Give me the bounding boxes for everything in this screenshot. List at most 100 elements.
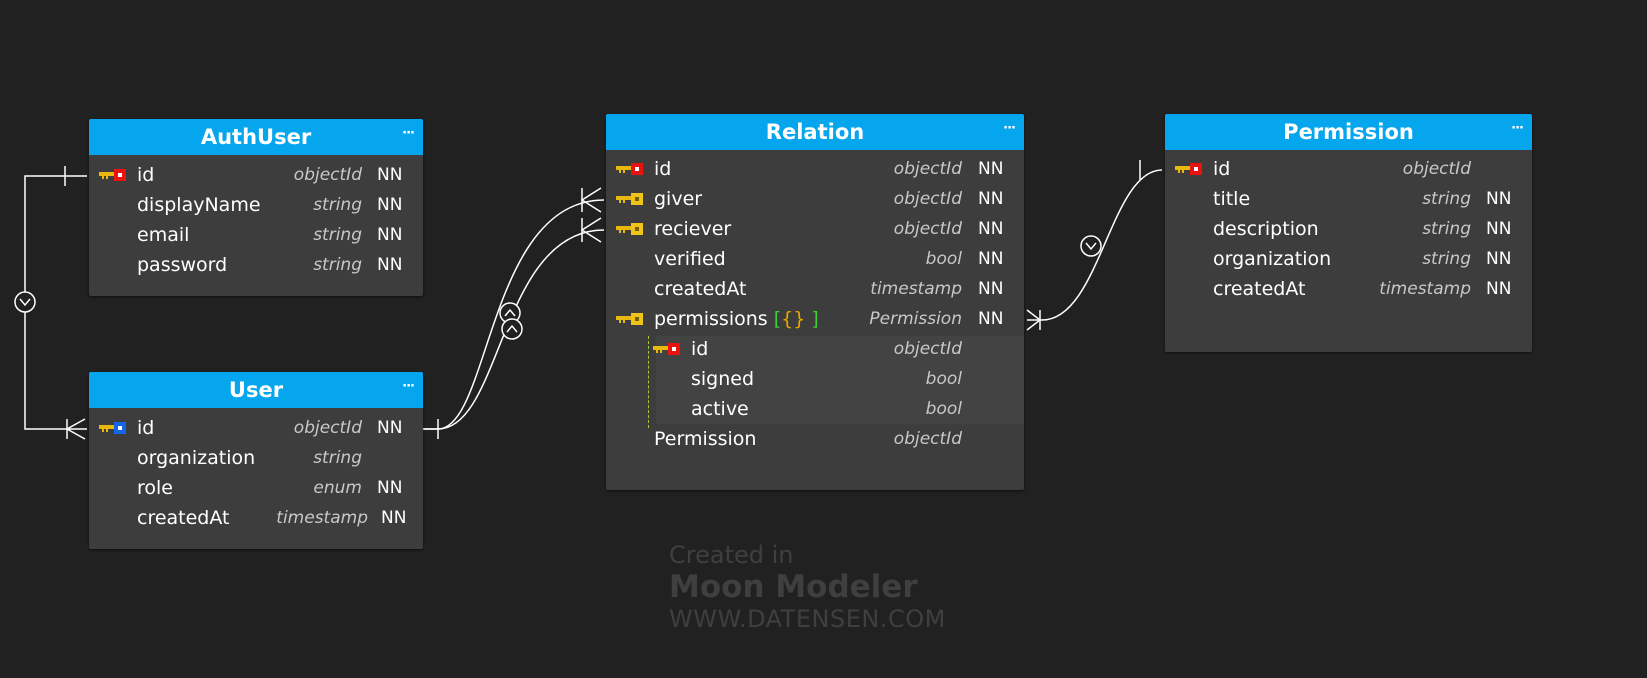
column-name: role: [137, 477, 173, 499]
foreign-key-icon: [616, 313, 643, 325]
column-type: timestamp: [276, 508, 368, 528]
column-not-null: NN: [1486, 189, 1512, 209]
nested-object-box: [656, 336, 1024, 424]
column-type: objectId: [893, 189, 962, 209]
column-name: email: [137, 224, 190, 246]
watermark-url: WWW.DATENSEN.COM: [669, 605, 946, 633]
column-name: createdAt: [1213, 278, 1306, 300]
column-name: active: [691, 398, 749, 420]
column-name: title: [1213, 188, 1251, 210]
column-name: id: [691, 338, 709, 360]
nested-column-row[interactable]: signed bool: [606, 364, 1024, 394]
column-not-null: NN: [1486, 279, 1512, 299]
watermark-created-in: Created in: [669, 541, 794, 569]
column-type: objectId: [893, 219, 962, 239]
column-type: timestamp: [870, 279, 962, 299]
entity-user[interactable]: User ··· id objectId NN organization str…: [89, 372, 423, 549]
column-row[interactable]: permissions [{} ] Permission NN: [606, 304, 1024, 334]
column-name: organization: [137, 447, 256, 469]
watermark-product-name: Moon Modeler: [669, 569, 918, 605]
column-not-null: NN: [1486, 219, 1512, 239]
column-row[interactable]: Permission objectId: [606, 424, 1024, 454]
column-type: Permission: [869, 309, 962, 329]
relationship-relation-permission: [1027, 169, 1163, 321]
watermark: Created in Moon Modeler WWW.DATENSEN.COM: [669, 540, 946, 634]
entity-relation[interactable]: Relation ··· id objectId NN giver object…: [606, 114, 1024, 490]
column-row[interactable]: title string NN: [1165, 184, 1532, 214]
column-type: objectId: [893, 159, 962, 179]
primary-key-icon: [1175, 163, 1202, 175]
column-row[interactable]: id objectId NN: [89, 160, 423, 190]
column-not-null: NN: [978, 219, 1004, 239]
column-type: string: [313, 448, 362, 468]
column-type: string: [1422, 189, 1471, 209]
column-name: displayName: [137, 194, 261, 216]
column-row[interactable]: organization string NN: [1165, 244, 1532, 274]
column-not-null: NN: [978, 249, 1004, 269]
entity-header[interactable]: Relation ···: [606, 114, 1024, 150]
column-name: Permission: [654, 428, 757, 450]
primary-key-icon: [653, 343, 680, 355]
entity-title: User: [228, 378, 284, 402]
column-not-null: NN: [377, 165, 403, 185]
column-row[interactable]: id objectId NN: [606, 154, 1024, 184]
column-row[interactable]: password string NN: [89, 250, 423, 280]
entity-header[interactable]: User ···: [89, 372, 423, 408]
column-row[interactable]: displayName string NN: [89, 190, 423, 220]
entity-header[interactable]: AuthUser ···: [89, 119, 423, 155]
column-type: bool: [925, 369, 962, 389]
column-row[interactable]: createdAt timestamp NN: [89, 503, 423, 533]
column-row[interactable]: verified bool NN: [606, 244, 1024, 274]
column-name: giver: [654, 188, 703, 210]
column-not-null: NN: [978, 279, 1004, 299]
relationship-user-relation-giver: [422, 199, 605, 430]
column-row[interactable]: email string NN: [89, 220, 423, 250]
column-row[interactable]: description string NN: [1165, 214, 1532, 244]
nested-object-guide: [648, 336, 649, 428]
entity-title: AuthUser: [200, 125, 312, 149]
entity-authuser[interactable]: AuthUser ··· id objectId NN displayName …: [89, 119, 423, 296]
column-row[interactable]: id objectId NN: [89, 413, 423, 443]
more-menu-icon[interactable]: ···: [402, 126, 415, 141]
more-menu-icon[interactable]: ···: [1511, 121, 1524, 136]
column-type: enum: [313, 478, 362, 498]
column-row[interactable]: reciever objectId NN: [606, 214, 1024, 244]
column-row[interactable]: giver objectId NN: [606, 184, 1024, 214]
column-type: string: [313, 225, 362, 245]
column-name-text: permissions: [654, 308, 768, 330]
column-name: id: [1213, 158, 1231, 180]
column-type: objectId: [893, 339, 962, 359]
primary-key-icon: [616, 163, 643, 175]
nested-column-row[interactable]: active bool: [606, 394, 1024, 424]
column-type: objectId: [893, 429, 962, 449]
primary-foreign-key-icon: [99, 422, 126, 434]
column-row[interactable]: organization string: [89, 443, 423, 473]
column-name: organization: [1213, 248, 1332, 270]
column-not-null: NN: [978, 159, 1004, 179]
column-row[interactable]: createdAt timestamp NN: [1165, 274, 1532, 304]
column-name: description: [1213, 218, 1319, 240]
nested-column-row[interactable]: id objectId: [606, 334, 1024, 364]
column-not-null: NN: [377, 255, 403, 275]
column-type: timestamp: [1379, 279, 1471, 299]
entity-permission[interactable]: Permission ··· id objectId title string …: [1165, 114, 1532, 352]
relationship-user-relation-reciever: [422, 229, 605, 430]
column-name: reciever: [654, 218, 732, 240]
column-row[interactable]: createdAt timestamp NN: [606, 274, 1024, 304]
column-name: id: [137, 164, 155, 186]
primary-key-icon: [99, 169, 126, 181]
column-row[interactable]: id objectId: [1165, 154, 1532, 184]
column-row[interactable]: role enum NN: [89, 473, 423, 503]
column-name: id: [654, 158, 672, 180]
more-menu-icon[interactable]: ···: [1003, 121, 1016, 136]
column-name: id: [137, 417, 155, 439]
column-type: string: [1422, 219, 1471, 239]
column-type: objectId: [293, 418, 362, 438]
column-type: bool: [925, 249, 962, 269]
column-type: bool: [925, 399, 962, 419]
entity-header[interactable]: Permission ···: [1165, 114, 1532, 150]
column-not-null: NN: [377, 195, 403, 215]
foreign-key-icon: [616, 223, 643, 235]
more-menu-icon[interactable]: ···: [402, 379, 415, 394]
